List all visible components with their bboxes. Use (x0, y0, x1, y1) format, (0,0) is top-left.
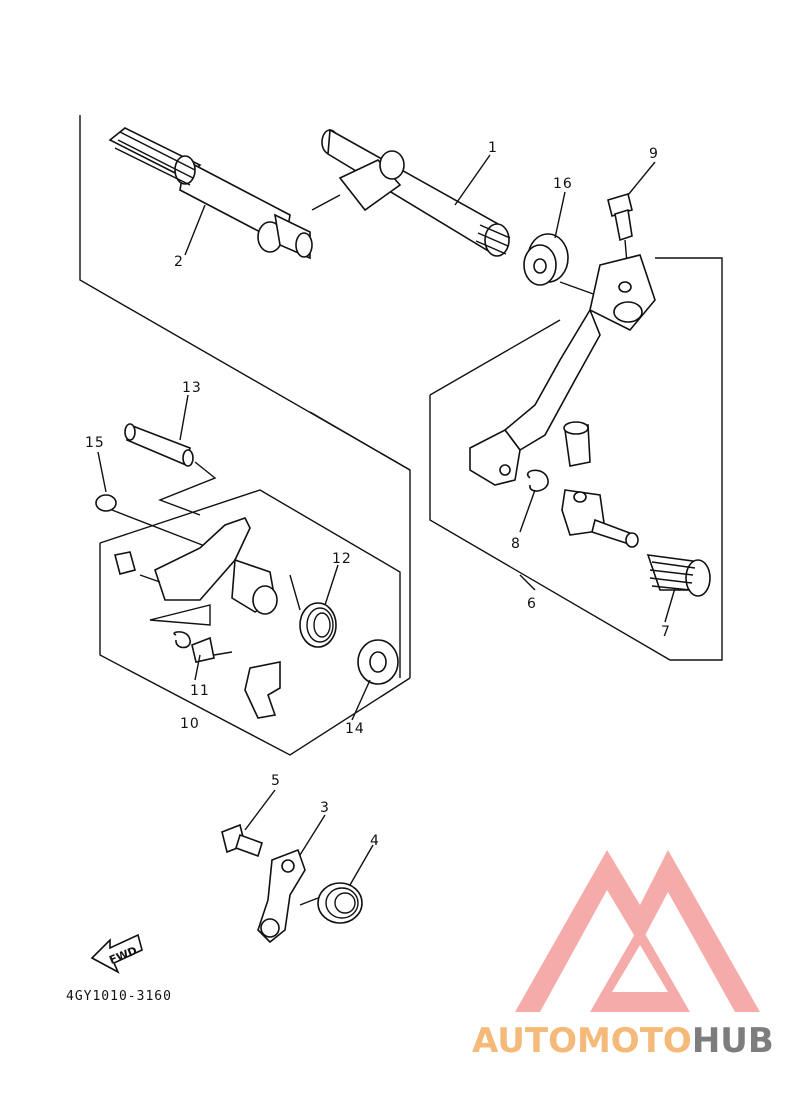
washer-part-15 (95, 494, 117, 512)
callout-3: 3 (320, 800, 330, 816)
bolt-part-9 (607, 192, 633, 276)
shaft-part-1 (311, 128, 511, 257)
callout-14: 14 (345, 721, 365, 737)
bearing-part-16 (523, 233, 611, 301)
callout-5: 5 (271, 773, 281, 789)
spring-part-4 (299, 882, 363, 924)
diagram-code: 4GY1010-3160 (66, 989, 172, 1004)
callout-6: 6 (527, 596, 537, 612)
pedal-dashed-box (429, 257, 723, 661)
callout-16: 16 (553, 176, 573, 192)
footrest-part-7 (561, 489, 711, 597)
shaft-part-2 (108, 127, 313, 260)
callout-1: 1 (488, 140, 498, 156)
callout-15: 15 (85, 435, 105, 451)
callout-9: 9 (649, 146, 659, 162)
callout-13: 13 (182, 380, 202, 396)
bolt-part-5 (221, 823, 263, 858)
pin-part-13 (124, 423, 217, 516)
leader-lines (97, 154, 676, 886)
upper-outline (79, 115, 411, 678)
stopper-plate (244, 661, 281, 719)
lower-boundary (99, 543, 411, 756)
spring-part-12 (289, 574, 337, 648)
watermark-part2: HUB (692, 1021, 774, 1061)
callout-12: 12 (332, 551, 352, 567)
clip-part-8 (526, 469, 549, 492)
washer-part-14 (357, 639, 399, 685)
shift-pedal-part-6 (469, 254, 656, 486)
shift-arm-part-10 (114, 517, 278, 663)
watermark-logo (515, 850, 760, 1012)
watermark-part1: AUTOMOTO (472, 1021, 692, 1061)
callout-8: 8 (511, 536, 521, 552)
callout-11: 11 (190, 683, 210, 699)
watermark-text: AUTOMOTOHUB (472, 1021, 774, 1061)
callout-4: 4 (370, 833, 380, 849)
callout-2: 2 (174, 254, 184, 270)
callout-7: 7 (661, 624, 671, 640)
callout-10: 10 (180, 716, 200, 732)
fwd-arrow-icon: FWD (90, 933, 143, 974)
